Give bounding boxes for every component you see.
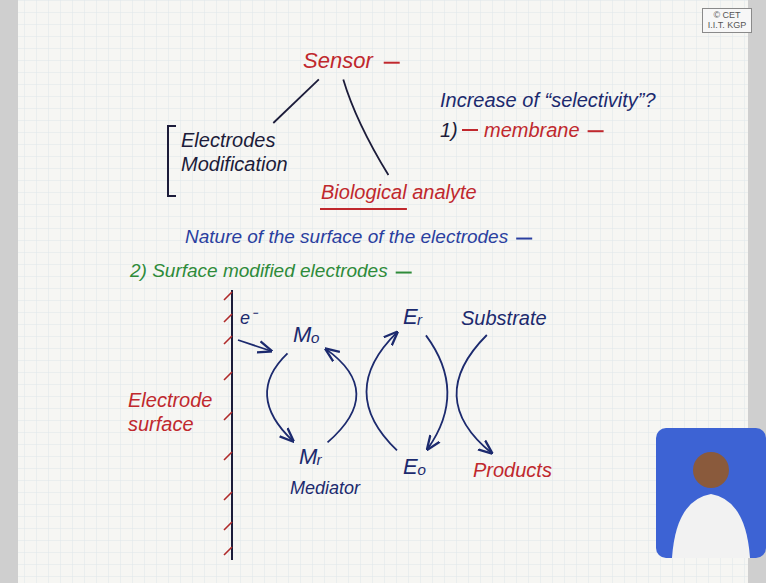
species-text: Mᵣ	[296, 442, 325, 472]
species-text: Eᵣ	[400, 302, 425, 332]
connector	[273, 79, 319, 123]
electron-label: e⁻	[240, 308, 256, 330]
dash	[516, 238, 532, 240]
connector	[426, 335, 447, 449]
connector	[343, 79, 388, 175]
logo-box: © CET I.I.T. KGP	[702, 8, 752, 33]
species-text: Mₒ	[290, 320, 323, 350]
connector	[367, 332, 398, 450]
heading-text: 2) Surface modified electrodes	[130, 260, 388, 283]
node-text: Products	[473, 458, 552, 482]
underline	[320, 208, 407, 210]
list-number: 1)	[440, 118, 458, 142]
node-text: Mₒ	[293, 322, 320, 348]
bracket	[168, 126, 176, 196]
node-text: Eₒ	[403, 454, 426, 480]
dash	[396, 272, 412, 274]
connector	[457, 335, 492, 453]
branch-text: Biological analyte	[318, 178, 480, 206]
species-text: Eₒ	[400, 452, 429, 482]
species-text: Products	[470, 456, 555, 484]
side-label: Electrode surface	[128, 388, 226, 436]
caption-label: Mediator	[290, 478, 360, 500]
heading-text: Nature of the surface of the electrodes	[185, 226, 508, 249]
branch-text: Electrodes Modification	[178, 126, 308, 178]
node-text: Mᵣ	[299, 444, 322, 470]
node-text: Biological analyte	[321, 180, 477, 204]
dash	[588, 130, 604, 132]
node-text: © CET I.I.T. KGP	[705, 10, 749, 31]
question-text: Increase of “selectivity”?	[440, 88, 656, 112]
node-text: Electrodes Modification	[181, 128, 305, 176]
species-text: Substrate	[458, 304, 550, 332]
dash	[384, 62, 400, 64]
node-text: Eᵣ	[403, 304, 422, 330]
paper-sheet	[18, 0, 748, 583]
presenter-inset	[656, 428, 766, 558]
node-text: Sensor	[303, 48, 373, 74]
connector	[326, 349, 356, 442]
node-text: Substrate	[461, 306, 547, 330]
list-item: membrane	[484, 118, 580, 142]
electrode-surface-line	[224, 290, 232, 560]
electron-arrow	[238, 340, 271, 351]
connector	[267, 353, 293, 441]
topic-word: Sensor	[300, 46, 376, 76]
dash	[462, 129, 478, 131]
grid-lines	[18, 0, 748, 583]
